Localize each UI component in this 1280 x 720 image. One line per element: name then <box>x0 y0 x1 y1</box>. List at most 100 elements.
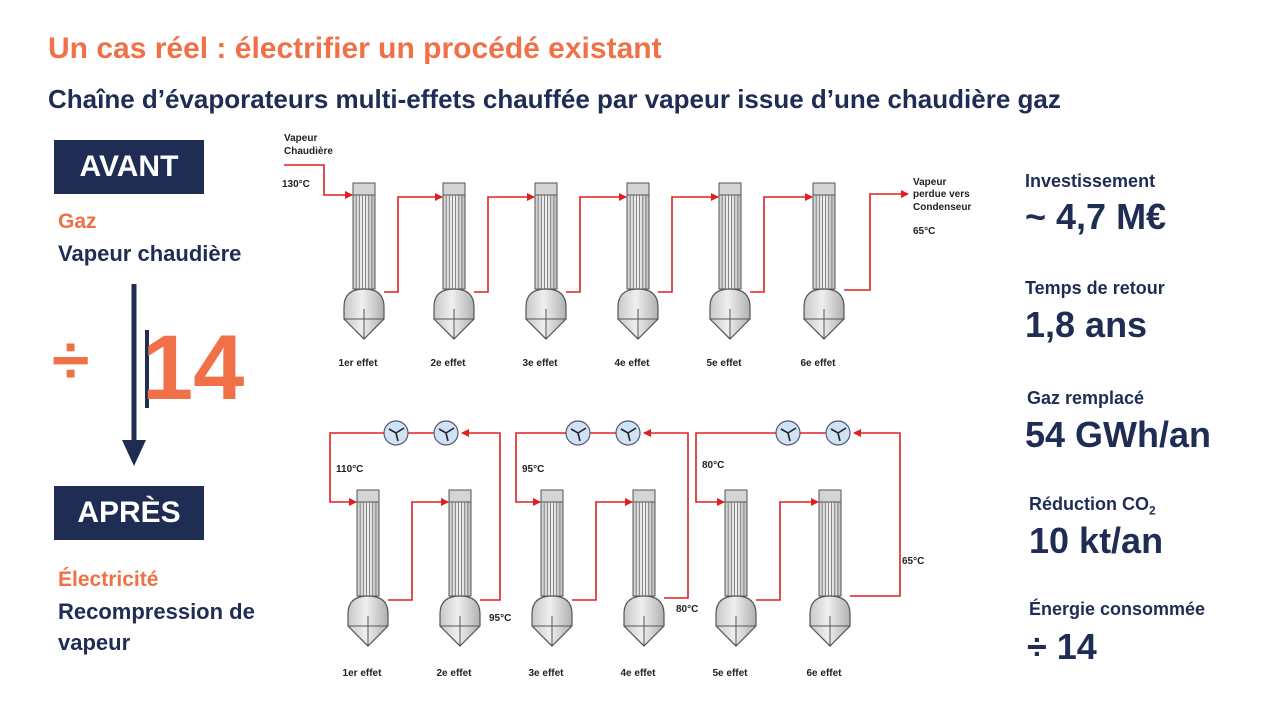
loop1-transfer-pipe <box>388 498 449 601</box>
loop3-return-pipe <box>850 429 901 597</box>
top-effect-label: 2e effet <box>430 358 466 369</box>
evaporator-diagram: Vapeur Chaudière 130°C Vapeur perdue ver… <box>282 133 971 679</box>
metric-label-investment: Investissement <box>1025 171 1156 191</box>
avant-description: Vapeur chaudière <box>58 241 242 266</box>
loop1-return-pipe <box>461 429 501 601</box>
evaporator-cap <box>442 182 466 196</box>
divide-symbol: ÷ <box>52 322 90 398</box>
loop2-feed-pipe <box>515 432 566 506</box>
separator-outlet <box>359 637 369 647</box>
inlet-temperature: 130°C <box>282 179 310 190</box>
transfer-pipe-5 <box>750 193 813 293</box>
top-effect-label: 3e effet <box>522 358 558 369</box>
separator-outlet <box>721 330 731 340</box>
separator-outlet <box>821 637 831 647</box>
avant-energy: Gaz <box>58 210 97 233</box>
metric-label-gas: Gaz remplacé <box>1027 388 1145 408</box>
apres-description-line2: vapeur <box>58 630 131 655</box>
separator-outlet <box>355 330 365 340</box>
separator-outlet <box>451 637 461 647</box>
loop3-outlet-temperature: 65°C <box>902 556 924 567</box>
evaporator-cap <box>724 489 748 503</box>
metric-label-energy: Énergie consommée <box>1029 599 1206 619</box>
metric-label-payback: Temps de retour <box>1025 278 1165 298</box>
top-effect-label: 5e effet <box>706 358 742 369</box>
loop3-feed-pipe <box>695 432 776 506</box>
bottom-evaporator-3 <box>531 489 573 647</box>
compressor-blades <box>620 427 637 442</box>
separator-outlet <box>537 330 547 340</box>
compressor-blades <box>570 427 587 442</box>
loop2-transfer-pipe <box>572 498 633 601</box>
evaporator-cap <box>632 489 656 503</box>
compressor-blades <box>830 427 847 442</box>
loop1-compressor-2 <box>433 420 459 446</box>
evaporator-cap <box>718 182 742 196</box>
evaporator-cap <box>818 489 842 503</box>
transfer-pipe-1 <box>384 193 443 293</box>
outlet-pipe <box>844 190 909 291</box>
metric-value-co2: 10 kt/an <box>1029 520 1164 561</box>
top-evaporator-5 <box>709 182 751 340</box>
co2-label-subscript: 2 <box>1149 503 1156 518</box>
apres-description-line1: Recompression de <box>58 599 255 624</box>
outlet-label-line2: perdue vers <box>913 189 970 200</box>
bottom-effect-label: 6e effet <box>806 668 842 679</box>
separator-outlet <box>635 637 645 647</box>
loop1-outlet-temperature: 95°C <box>489 613 511 624</box>
top-evaporator-6 <box>803 182 845 340</box>
reduction-arrow <box>122 284 149 466</box>
separator-outlet <box>727 637 737 647</box>
separator-outlet <box>815 330 825 340</box>
evaporator-cap <box>534 182 558 196</box>
separator-outlet <box>543 637 553 647</box>
bottom-effect-label: 2e effet <box>436 668 472 679</box>
metric-value-payback: 1,8 ans <box>1025 304 1148 345</box>
apres-energy: Électricité <box>58 568 159 591</box>
transfer-pipe-3 <box>566 193 627 293</box>
transfer-pipe-4 <box>658 193 719 293</box>
factor-value: 14 <box>142 317 245 419</box>
evaporator-cap <box>352 182 376 196</box>
top-effect-label: 1er effet <box>339 358 379 369</box>
compressor-blades <box>438 427 455 442</box>
slide-subtitle: Chaîne d’évaporateurs multi-effets chauf… <box>48 84 1061 114</box>
separator-outlet <box>629 330 639 340</box>
inlet-pipe <box>284 164 353 199</box>
compressor-blades <box>388 427 405 442</box>
bottom-evaporator-row <box>347 489 851 647</box>
loop1-feed-pipe <box>329 432 384 506</box>
evaporator-cap <box>812 182 836 196</box>
top-evaporator-row <box>343 182 845 340</box>
loop3-transfer-pipe <box>756 498 819 601</box>
metric-value-investment: ~ 4,7 M€ <box>1025 196 1167 237</box>
avant-badge: AVANT <box>54 140 204 194</box>
top-evaporator-1 <box>343 182 385 340</box>
steam-pipes <box>284 164 909 601</box>
loop2-return-pipe <box>643 429 689 599</box>
bottom-effect-label: 5e effet <box>712 668 748 679</box>
outlet-temperature: 65°C <box>913 226 935 237</box>
co2-label-main: Réduction CO <box>1029 494 1149 514</box>
top-evaporator-3 <box>525 182 567 340</box>
evaporator-cap <box>356 489 380 503</box>
loop3-inlet-temperature: 80°C <box>702 460 724 471</box>
loop2-compressor-2 <box>615 420 641 446</box>
loop1-inlet-temperature: 110°C <box>336 464 363 475</box>
transfer-pipe-2 <box>474 193 535 293</box>
evaporator-cap <box>448 489 472 503</box>
bottom-effect-label: 1er effet <box>343 668 383 679</box>
evaporator-cap <box>540 489 564 503</box>
bottom-evaporator-2 <box>439 489 481 647</box>
evaporator-cap <box>626 182 650 196</box>
bottom-evaporator-4 <box>623 489 665 647</box>
compressor-blades <box>780 427 797 442</box>
top-effect-label: 6e effet <box>800 358 836 369</box>
loop2-inlet-temperature: 95°C <box>522 464 544 475</box>
inlet-label-line2: Chaudière <box>284 146 333 157</box>
top-evaporator-4 <box>617 182 659 340</box>
metric-value-gas: 54 GWh/an <box>1025 414 1212 455</box>
top-effect-label: 4e effet <box>614 358 650 369</box>
bottom-evaporator-1 <box>347 489 389 647</box>
loop2-outlet-temperature: 80°C <box>676 604 698 615</box>
